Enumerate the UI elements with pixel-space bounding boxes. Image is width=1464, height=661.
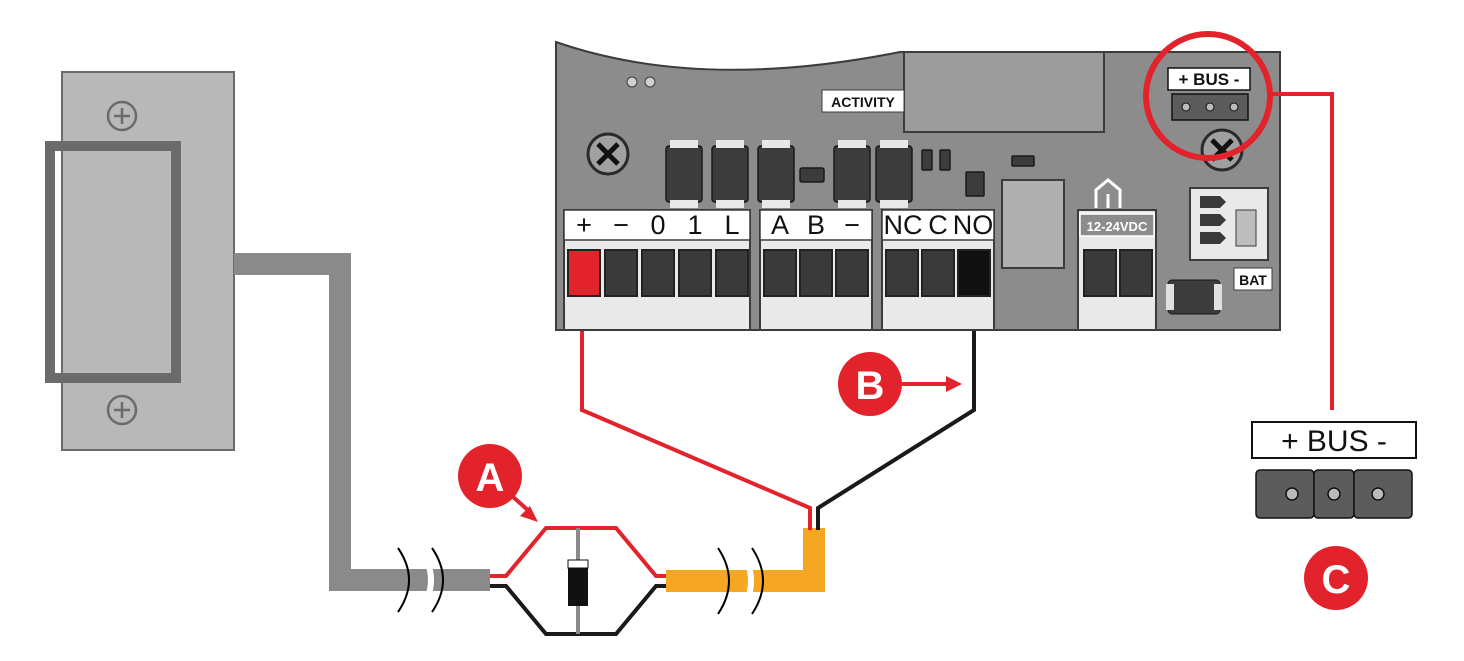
relay-module (903, 51, 1105, 133)
activity-label: ACTIVITY (831, 94, 895, 110)
terminal-plus (567, 249, 601, 297)
bus-leader-line (1270, 92, 1334, 410)
black-wire-segment (490, 584, 680, 636)
black-wire (816, 276, 976, 530)
panel-cable (666, 528, 825, 616)
diode-assembly (490, 526, 680, 636)
terminal-label: + (576, 210, 592, 240)
diode-band (567, 559, 589, 569)
callout-b: B (838, 352, 962, 416)
terminal-label: C (928, 210, 948, 240)
board-components (665, 145, 1035, 203)
bus-pin (1255, 469, 1315, 519)
led-icon (644, 76, 656, 88)
power-input-label: 12-24VDC (1087, 219, 1148, 234)
component-pads (670, 140, 908, 208)
bus-header-label-box (1167, 67, 1251, 91)
terminal-label: B (807, 210, 825, 240)
terminal-label: 0 (650, 210, 665, 240)
strike-faceplate (61, 71, 235, 451)
terminal-screws-bus (763, 249, 869, 297)
strike-cable (234, 253, 490, 614)
bus-detail: + BUS - (1251, 421, 1417, 519)
power-symbol-icon (1094, 178, 1122, 208)
battery-label: BAT (1239, 272, 1267, 288)
callout-c-label: C (1322, 558, 1351, 602)
terminal-label: A (771, 210, 789, 240)
mounting-screw-icon (586, 132, 630, 176)
led-icon (626, 76, 638, 88)
terminal-screws-relay (885, 249, 991, 297)
terminal-screws-power-data (567, 249, 749, 297)
capacitor (1167, 279, 1221, 315)
callout-a-label: A (476, 456, 505, 500)
bus-detail-label: + BUS - (1281, 425, 1387, 458)
red-wire-segment (490, 526, 680, 578)
terminal-label: − (844, 210, 860, 240)
callout-a: A (458, 444, 538, 522)
screw-bottom-icon (106, 394, 138, 426)
red-wire (580, 278, 812, 530)
cable-break-mark (397, 547, 410, 613)
terminal-label: L (724, 210, 739, 240)
relay-coil (1001, 179, 1065, 269)
activity-label-box (821, 89, 905, 113)
strike-keeper (45, 141, 181, 383)
screw-top-icon (106, 100, 138, 132)
diode-body (568, 560, 588, 606)
terminal-label: NO (953, 210, 994, 240)
terminal-no (957, 249, 991, 297)
terminal-label: 1 (687, 210, 702, 240)
controller-board: ACTIVITY (555, 40, 1281, 331)
callout-b-label: B (856, 364, 885, 408)
terminal-screws-power-in (1083, 249, 1153, 297)
bus-header-label: + BUS - (1179, 70, 1240, 89)
terminal-label: NC (884, 210, 923, 240)
electric-strike (45, 71, 235, 451)
bus-detail-label-box (1251, 421, 1417, 459)
terminal-label: − (613, 210, 629, 240)
callout-c: C (1304, 546, 1368, 610)
